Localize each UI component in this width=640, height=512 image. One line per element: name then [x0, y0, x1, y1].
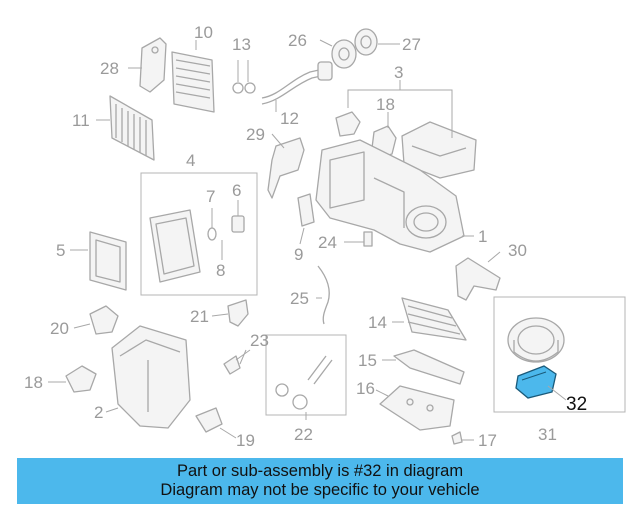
- callout-10: 10: [194, 23, 213, 42]
- part-29-bracket: [267, 137, 305, 199]
- callout-2: 2: [94, 403, 103, 422]
- part-7-oring: [207, 227, 217, 241]
- callout-4: 4: [186, 151, 195, 170]
- callout-24: 24: [318, 233, 337, 252]
- callout-18-lower: 18: [24, 373, 43, 392]
- callout-labels: 10 13 26 27 28 3 18 11 12 29 4 6 7 1 24 …: [24, 23, 587, 450]
- part-31-blower-motor: [507, 317, 565, 363]
- info-banner: Part or sub-assembly is #32 in diagram D…: [17, 458, 623, 504]
- callout-27: 27: [402, 35, 421, 54]
- part-23-sensor: [223, 349, 251, 375]
- callout-25: 25: [290, 289, 309, 308]
- part-18-actuator-lower: [65, 365, 97, 393]
- part-4-heater-core: [149, 209, 201, 283]
- part-19-actuator: [195, 407, 223, 433]
- callout-32[interactable]: 32: [566, 394, 587, 415]
- part-11-evaporator: [109, 95, 155, 161]
- part-21-bracket: [227, 299, 249, 327]
- callout-19: 19: [236, 431, 255, 450]
- part-25-hose: [317, 265, 330, 325]
- callout-3: 3: [394, 63, 403, 82]
- callout-9: 9: [294, 245, 303, 264]
- banner-line-1: Part or sub-assembly is #32 in diagram: [176, 462, 464, 480]
- part-10-cabin-filter: [171, 51, 215, 113]
- callout-28: 28: [100, 59, 119, 78]
- callout-20: 20: [50, 319, 69, 338]
- part-13-oring: [232, 60, 256, 94]
- group-box-31: [493, 296, 626, 413]
- callout-11: 11: [72, 111, 90, 130]
- part-1-hvac-housing: [315, 139, 465, 253]
- callout-14: 14: [368, 313, 387, 332]
- part-2-lower-housing: [111, 325, 191, 429]
- group-box-4: [140, 172, 258, 296]
- callout-17: 17: [478, 431, 497, 450]
- callout-5: 5: [56, 241, 65, 260]
- part-20-actuator: [89, 305, 119, 335]
- callout-18-upper: 18: [376, 95, 395, 114]
- part-28-bracket: [139, 37, 167, 93]
- part-16-tray: [379, 385, 455, 431]
- callout-30: 30: [508, 241, 527, 260]
- callout-12: 12: [280, 109, 299, 128]
- part-15-seal: [393, 349, 465, 385]
- part-26-gasket: [331, 39, 357, 69]
- banner-line-2: Diagram may not be specific to your vehi…: [160, 481, 480, 499]
- part-30-bracket: [455, 257, 501, 301]
- part-32-blower-resistor[interactable]: [515, 365, 557, 399]
- callout-15: 15: [358, 351, 377, 370]
- part-22-linkage: [275, 355, 333, 410]
- callout-8: 8: [216, 261, 225, 280]
- callout-31: 31: [538, 425, 557, 444]
- part-14-filter: [401, 297, 467, 341]
- callout-23: 23: [250, 331, 269, 350]
- callout-29: 29: [246, 125, 265, 144]
- part-5-filter: [89, 231, 127, 291]
- part-3-flap: [335, 111, 361, 137]
- part-6-valve: [231, 215, 245, 233]
- callout-16: 16: [356, 379, 375, 398]
- parts-diagram: 10 13 26 27 28 3 18 11 12 29 4 6 7 1 24 …: [24, 23, 626, 450]
- part-17-clip: [451, 431, 463, 445]
- leader-lines: [48, 39, 567, 441]
- part-24-bolt: [363, 231, 373, 247]
- callout-7: 7: [206, 187, 215, 206]
- callout-6: 6: [232, 181, 241, 200]
- callout-26: 26: [288, 31, 307, 50]
- callout-13: 13: [232, 35, 251, 54]
- callout-22: 22: [294, 425, 313, 444]
- callout-21: 21: [190, 307, 209, 326]
- callout-1: 1: [478, 227, 487, 246]
- part-12-pipe: [261, 61, 333, 105]
- part-27-gasket: [354, 28, 378, 56]
- group-box-22: [265, 334, 347, 416]
- part-9-sensor: [297, 193, 315, 227]
